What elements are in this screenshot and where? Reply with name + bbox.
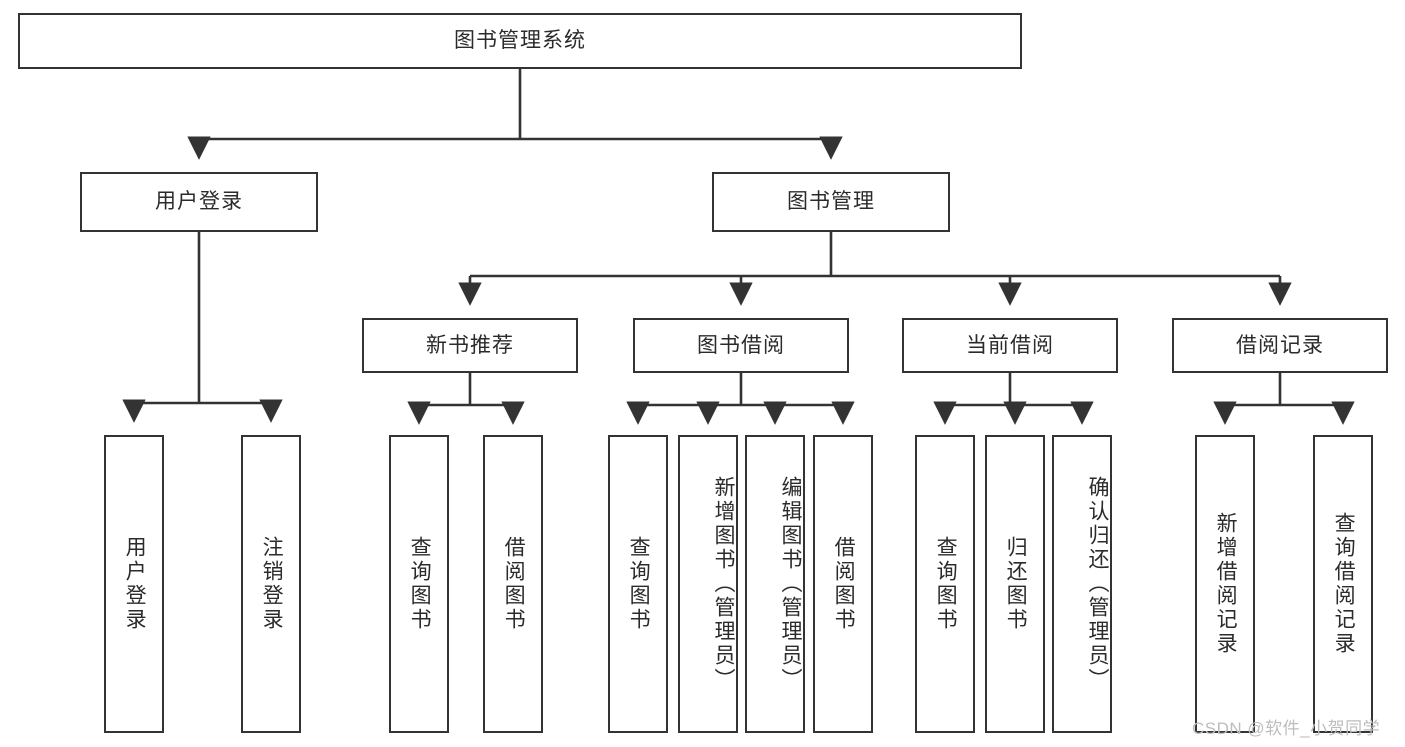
node-leaf-add-book-admin[interactable]: 新增图书（管理员） [678, 435, 738, 733]
node-leaf-confirm-return-admin-label: 确认归还（管理员） [1086, 476, 1109, 692]
node-leaf-query-borrow-record-label: 查询借阅记录 [1332, 512, 1356, 656]
node-book-management-label: 图书管理 [787, 190, 875, 214]
node-leaf-query-book-1-label: 查询图书 [408, 536, 432, 632]
node-current-borrow-label: 当前借阅 [966, 333, 1054, 357]
node-user-login[interactable]: 用户登录 [80, 172, 318, 232]
node-leaf-borrow-book-2[interactable]: 借阅图书 [813, 435, 873, 733]
node-leaf-user-logout-label: 注销登录 [260, 536, 284, 632]
node-root-label: 图书管理系统 [454, 29, 586, 53]
node-new-book-recommend-label: 新书推荐 [426, 333, 514, 357]
node-leaf-confirm-return-admin[interactable]: 确认归还（管理员） [1052, 435, 1112, 733]
node-user-login-label: 用户登录 [155, 190, 243, 214]
node-leaf-edit-book-admin[interactable]: 编辑图书（管理员） [745, 435, 805, 733]
node-leaf-add-book-admin-label: 新增图书（管理员） [712, 476, 735, 692]
node-new-book-recommend[interactable]: 新书推荐 [362, 318, 578, 373]
node-leaf-borrow-book-1-label: 借阅图书 [502, 536, 526, 632]
node-leaf-query-book-2-label: 查询图书 [627, 536, 651, 632]
watermark: CSDN @软件_小贺同学 [1192, 719, 1381, 738]
node-leaf-add-borrow-record[interactable]: 新增借阅记录 [1195, 435, 1255, 733]
node-leaf-edit-book-admin-label: 编辑图书（管理员） [779, 476, 802, 692]
node-borrow-record-label: 借阅记录 [1236, 333, 1324, 357]
node-leaf-borrow-book-2-label: 借阅图书 [832, 536, 856, 632]
node-borrow-record[interactable]: 借阅记录 [1172, 318, 1388, 373]
node-leaf-query-book-3[interactable]: 查询图书 [915, 435, 975, 733]
node-leaf-user-login[interactable]: 用户登录 [104, 435, 164, 733]
node-leaf-return-book-label: 归还图书 [1004, 536, 1028, 632]
node-book-borrow[interactable]: 图书借阅 [633, 318, 849, 373]
node-current-borrow[interactable]: 当前借阅 [902, 318, 1118, 373]
node-leaf-borrow-book-1[interactable]: 借阅图书 [483, 435, 543, 733]
node-leaf-query-book-1[interactable]: 查询图书 [389, 435, 449, 733]
node-leaf-query-book-3-label: 查询图书 [934, 536, 958, 632]
node-book-management[interactable]: 图书管理 [712, 172, 950, 232]
node-leaf-user-login-label: 用户登录 [123, 536, 147, 632]
node-leaf-user-logout[interactable]: 注销登录 [241, 435, 301, 733]
node-root[interactable]: 图书管理系统 [18, 13, 1022, 69]
node-leaf-query-borrow-record[interactable]: 查询借阅记录 [1313, 435, 1373, 733]
node-book-borrow-label: 图书借阅 [697, 333, 785, 357]
node-leaf-add-borrow-record-label: 新增借阅记录 [1214, 512, 1238, 656]
node-leaf-query-book-2[interactable]: 查询图书 [608, 435, 668, 733]
node-leaf-return-book[interactable]: 归还图书 [985, 435, 1045, 733]
